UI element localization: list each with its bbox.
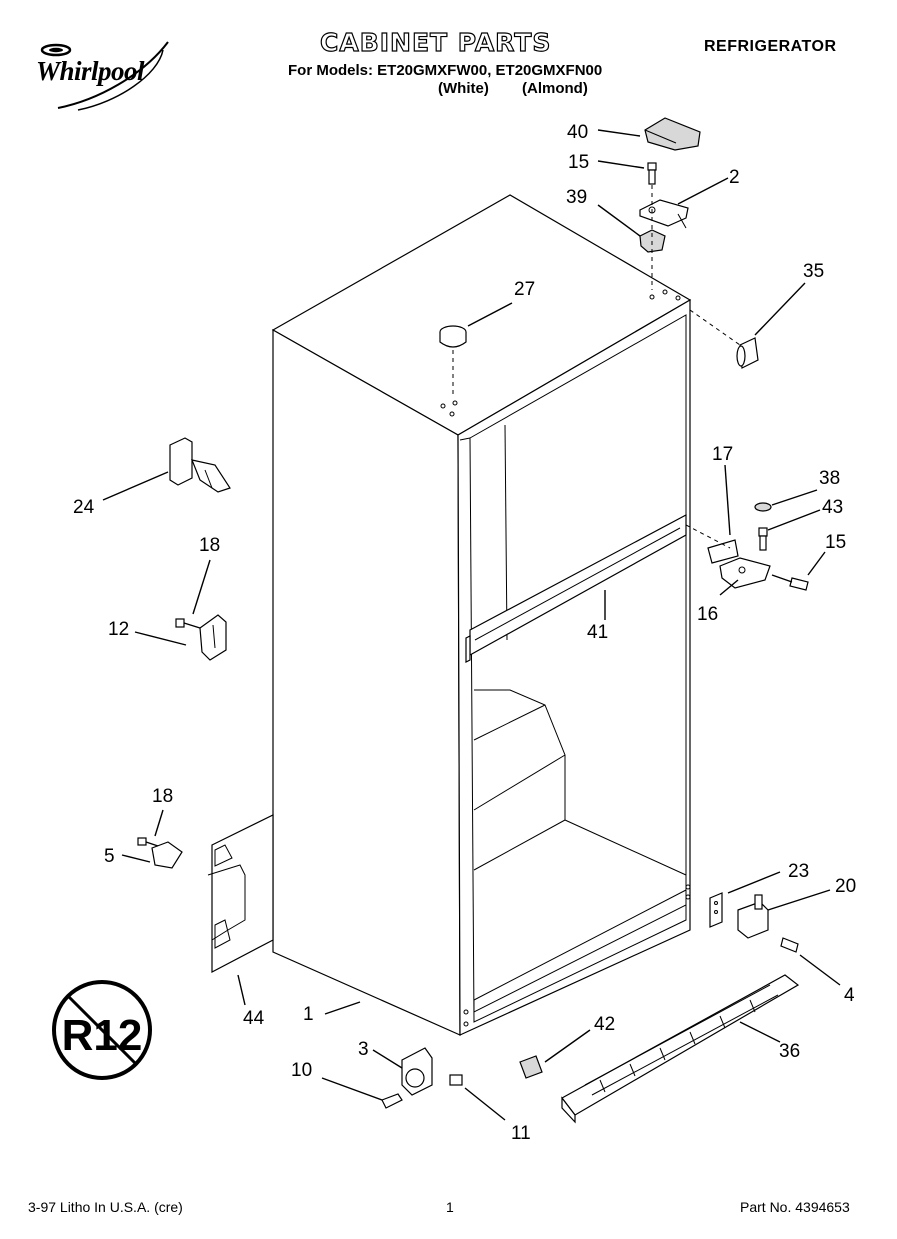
callout-20: 20	[835, 876, 856, 897]
part-3-roller	[401, 1047, 433, 1096]
part-36-toe-grille	[561, 974, 800, 1124]
callout-39: 39	[566, 187, 587, 208]
callout-2: 2	[729, 167, 740, 188]
callout-41: 41	[587, 622, 608, 643]
r12-badge-text: R12	[62, 1011, 143, 1060]
part-23-shim-lower	[709, 892, 723, 928]
model-numbers: For Models: ET20GMXFW00, ET20GMXFN00	[288, 62, 603, 79]
callout-18-upper: 18	[199, 535, 220, 556]
callout-15-center: 15	[825, 532, 846, 553]
part-2-top-hinge	[639, 199, 689, 229]
part-38-washer	[754, 502, 772, 512]
callout-36: 36	[779, 1041, 800, 1062]
part-15-screw-center	[771, 574, 809, 591]
callout-3: 3	[358, 1039, 369, 1060]
part-43-hinge-pin	[758, 527, 768, 551]
callout-17: 17	[712, 444, 733, 465]
callout-5: 5	[104, 846, 115, 867]
appliance-type: REFRIGERATOR	[704, 38, 837, 55]
part-18-screw-lower	[137, 837, 159, 847]
leader-lines	[102, 129, 841, 1121]
part-18-screw-upper	[175, 618, 201, 629]
color-almond: (Almond)	[522, 80, 588, 97]
callout-42: 42	[594, 1014, 615, 1035]
callout-24: 24	[73, 497, 95, 518]
callout-16: 16	[697, 604, 718, 625]
callout-38: 38	[819, 468, 840, 489]
part-12-bracket	[199, 614, 227, 661]
part-11-nut	[449, 1074, 463, 1086]
footer-part-number: Part No. 4394653	[740, 1199, 850, 1215]
part-17-shim	[707, 539, 739, 564]
logo-swoosh-icon	[40, 41, 169, 111]
callout-4: 4	[844, 985, 855, 1006]
footer-litho: 3-97 Litho In U.S.A. (cre)	[28, 1199, 183, 1215]
access-panel-part	[207, 814, 274, 973]
brand-name: Whirlpool	[36, 56, 145, 86]
callout-12: 12	[108, 619, 129, 640]
part-24-leveler	[169, 437, 231, 493]
footer-page-number: 1	[446, 1199, 454, 1215]
callout-40: 40	[567, 122, 588, 143]
color-white: (White)	[438, 80, 489, 97]
cabinet-body	[271, 194, 692, 1036]
page-title: CABINET PARTS	[319, 27, 552, 57]
callout-labels: 40 15 2 39 27 35 24 18 12 17 38 43 15 16…	[73, 122, 856, 1144]
part-40-top-cap	[644, 117, 701, 151]
callout-15: 15	[568, 152, 589, 173]
callout-18-lower: 18	[152, 786, 173, 807]
callout-23: 23	[788, 861, 809, 882]
part-35-hinge-cover	[736, 337, 759, 369]
r12-badge: R12	[52, 980, 152, 1080]
part-4-screw-lower	[780, 937, 799, 953]
callout-10: 10	[291, 1060, 312, 1081]
callout-35: 35	[803, 261, 824, 282]
callout-44: 44	[243, 1008, 265, 1029]
part-5-clip	[151, 841, 183, 869]
part-16-center-hinge	[719, 557, 771, 589]
part-10-roller-screw	[381, 1093, 403, 1109]
callout-11: 11	[511, 1123, 531, 1144]
brand-logo	[18, 30, 193, 120]
part-15-screw-top	[647, 162, 657, 185]
part-42-clip	[519, 1055, 543, 1079]
part-27-plug	[439, 325, 467, 348]
callout-43: 43	[822, 497, 843, 518]
callout-1: 1	[303, 1004, 314, 1025]
callout-27: 27	[514, 279, 535, 300]
part-20-lower-hinge	[737, 894, 769, 939]
